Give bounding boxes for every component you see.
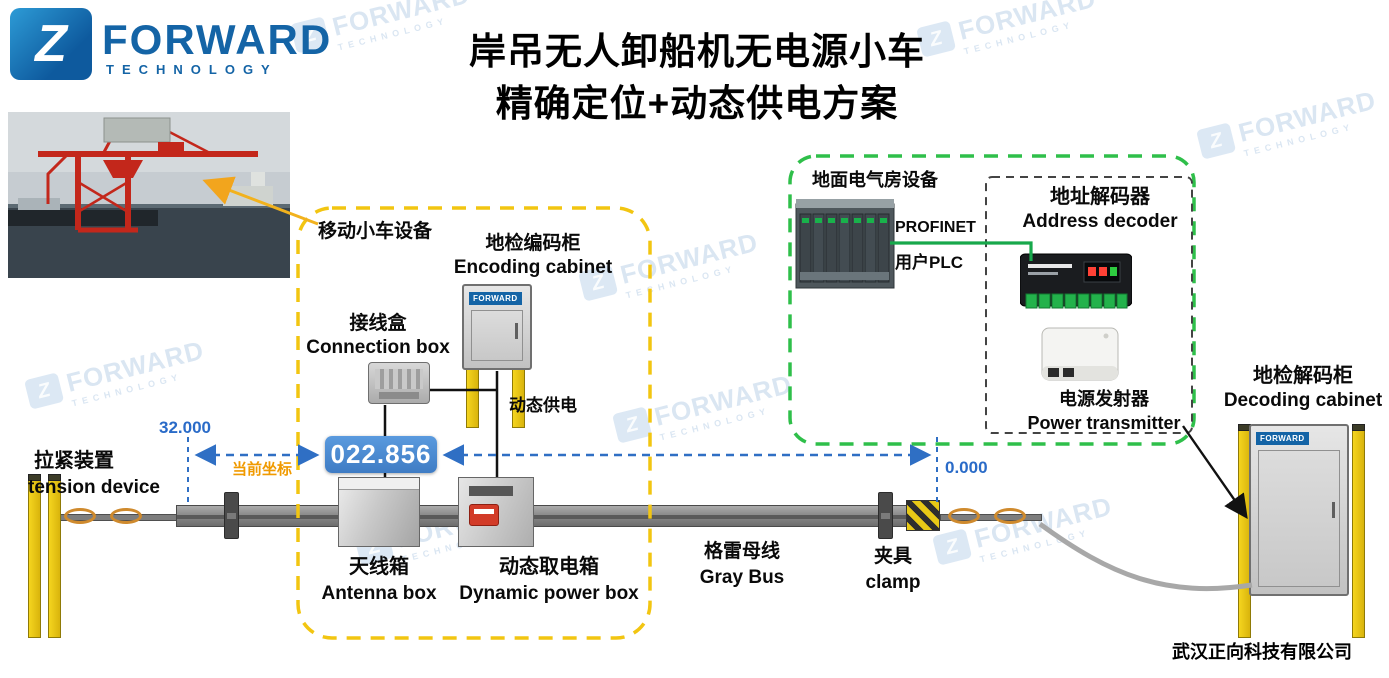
- profinet-label: PROFINET: [895, 219, 976, 236]
- power-box-slot: [469, 486, 513, 496]
- cabinet-brand-label: FORWARD: [469, 292, 522, 305]
- watermark-z-icon: Z: [611, 406, 653, 444]
- page-title: 岸吊无人卸船机无电源小车 精确定位+动态供电方案: [469, 26, 925, 130]
- decoding-cabinet-label-en: Decoding cabinet: [1223, 390, 1383, 411]
- watermark-text: FORWARD: [329, 0, 474, 42]
- turnbuckle-icon: [994, 508, 1026, 524]
- watermark-subtext: TECHNOLOGY: [978, 527, 1092, 565]
- power-box-label-zh: 动态取电箱: [499, 556, 599, 578]
- watermark-subtext: TECHNOLOGY: [658, 405, 772, 443]
- rail-groove: [177, 515, 907, 519]
- dynamic-power-box-image: [458, 477, 534, 547]
- trolley-group-label: 移动小车设备: [318, 221, 433, 242]
- cabinet-post: [1352, 424, 1365, 638]
- power-transmitter-image: [1041, 327, 1119, 381]
- coordinate-right-value: 0.000: [945, 458, 988, 477]
- support-post: [28, 474, 41, 638]
- watermark-subtext: TECHNOLOGY: [624, 263, 738, 301]
- plc-image: [795, 199, 895, 289]
- rail-clamp-bracket: [224, 492, 239, 539]
- watermark-text: FORWARD: [63, 334, 208, 398]
- gray-bus-label-en: Gray Bus: [699, 567, 785, 588]
- rail-clamp-bracket: [878, 492, 893, 539]
- watermark-text: FORWARD: [971, 490, 1116, 554]
- turnbuckle-icon: [948, 508, 980, 524]
- tension-device-label-en: tension device: [28, 477, 160, 498]
- connection-box-image: [368, 362, 430, 404]
- gray-bus-rail: [176, 505, 908, 527]
- encoding-cabinet-label-en: Encoding cabinet: [453, 257, 613, 278]
- encoding-cabinet-image: FORWARD: [462, 284, 532, 370]
- turnbuckle-icon: [110, 508, 142, 524]
- logo-brand-text: FORWARD: [102, 16, 333, 63]
- watermark-z-icon: Z: [931, 528, 973, 566]
- antenna-box-image: [338, 477, 420, 547]
- cabinet-door: [1258, 450, 1340, 587]
- current-coordinate-label: 当前坐标: [232, 461, 293, 478]
- watermark-z-icon: Z: [1195, 122, 1237, 160]
- rail-end-hatch-block: [906, 500, 940, 531]
- logo-sub-text: TECHNOLOGY: [106, 62, 278, 77]
- crane-photo: [8, 112, 290, 278]
- decoding-cabinet-image: FORWARD: [1249, 424, 1349, 596]
- page-title-line2: 精确定位+动态供电方案: [495, 83, 899, 124]
- power-pickup-unit: [469, 504, 499, 526]
- watermark-subtext: TECHNOLOGY: [1242, 121, 1356, 159]
- cabinet-post: [466, 362, 479, 428]
- support-post: [48, 474, 61, 638]
- watermark-subtext: TECHNOLOGY: [962, 19, 1076, 57]
- antenna-box-label-en: Antenna box: [321, 583, 437, 604]
- logo-z-icon: Z: [10, 8, 92, 80]
- connection-box-label-en: Connection box: [306, 337, 450, 358]
- watermark-text: FORWARD: [617, 226, 762, 290]
- power-transmitter-label-en: Power transmitter: [1027, 413, 1181, 433]
- clamp-label-en: clamp: [865, 572, 921, 593]
- address-decoder-image: [1020, 253, 1132, 309]
- decoding-cabinet-label-zh: 地检解码柜: [1253, 365, 1353, 387]
- company-name-footer: 武汉正向科技有限公司: [1172, 642, 1352, 662]
- antenna-box-label-zh: 天线箱: [349, 556, 409, 578]
- clamp-label-zh: 夹具: [873, 546, 913, 567]
- tension-device-label-zh: 拉紧装置: [34, 450, 114, 472]
- power-transmitter-label-zh: 电源发射器: [1059, 389, 1149, 409]
- dynamic-supply-label: 动态供电: [509, 396, 577, 415]
- address-decoder-label-en: Address decoder: [1022, 211, 1178, 232]
- current-position-display: 022.856: [325, 436, 437, 473]
- encoding-cabinet-label-zh: 地检编码柜: [485, 233, 581, 254]
- coordinate-left-value: 32.000: [159, 418, 211, 437]
- cabinet-handle: [515, 322, 518, 339]
- user-plc-label: 用户PLC: [895, 253, 963, 272]
- cabinet-handle: [1332, 501, 1335, 518]
- gray-bus-label-zh: 格雷母线: [703, 541, 781, 562]
- turnbuckle-icon: [64, 508, 96, 524]
- watermark-text: FORWARD: [955, 0, 1100, 46]
- page-title-line1: 岸吊无人卸船机无电源小车: [469, 31, 925, 72]
- watermark-text: FORWARD: [651, 368, 796, 432]
- watermark-z-icon: Z: [23, 372, 65, 410]
- ground-group-label: 地面电气房设备: [812, 170, 938, 190]
- watermark-subtext: TECHNOLOGY: [70, 371, 184, 409]
- watermark-text: FORWARD: [1235, 84, 1380, 148]
- tension-rod-right: [940, 514, 1042, 521]
- address-decoder-label-zh: 地址解码器: [1050, 186, 1150, 208]
- watermark-subtext: TECHNOLOGY: [336, 15, 450, 53]
- cabinet-brand-label: FORWARD: [1256, 432, 1309, 445]
- power-box-label-en: Dynamic power box: [459, 583, 639, 604]
- connection-box-label-zh: 接线盒: [349, 313, 407, 334]
